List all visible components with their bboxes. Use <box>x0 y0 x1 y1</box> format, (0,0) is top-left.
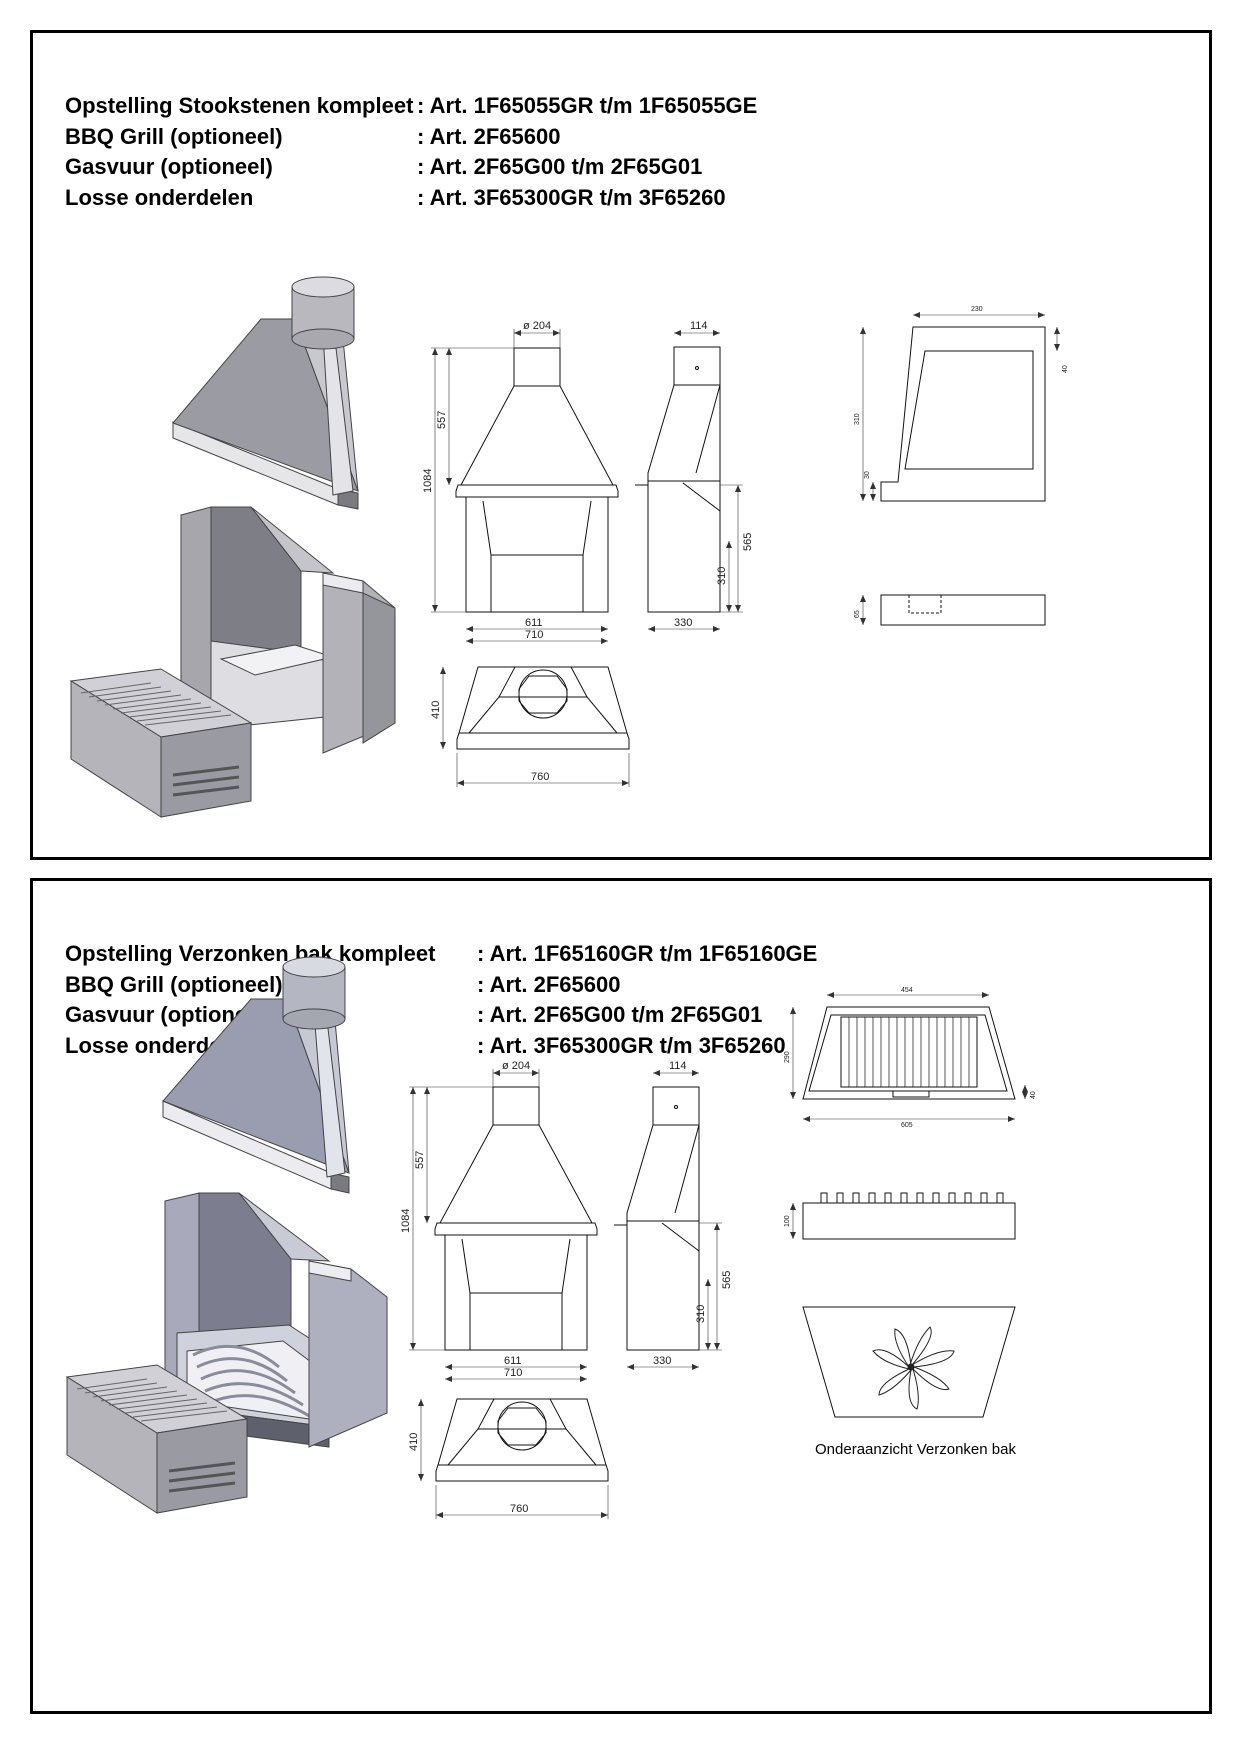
top-view-dims <box>440 667 630 787</box>
isometric-view <box>65 956 388 1514</box>
dim-tray-width: 605 <box>901 1122 913 1129</box>
dim-depth: 330 <box>674 617 692 629</box>
dim-box-height: 565 <box>742 533 754 551</box>
dim-outer-width: 710 <box>504 1367 522 1379</box>
dim-part-width: 230 <box>971 306 983 313</box>
top-view <box>456 666 630 750</box>
dim-top-depth: 410 <box>408 1433 420 1451</box>
dim-depth: 330 <box>653 1355 671 1367</box>
dim-top-width: 760 <box>531 771 549 783</box>
dim-height-hood: 557 <box>436 411 448 429</box>
side-view <box>635 346 721 613</box>
dim-height-total: 1084 <box>422 469 434 493</box>
dim-outer-width: 710 <box>525 629 543 641</box>
isometric-view <box>69 276 396 818</box>
dim-flue-depth: 114 <box>669 1060 687 1072</box>
dim-top-depth: 410 <box>430 701 442 719</box>
drawings-bottom: ø 204 557 1084 611 710 114 565 310 330 <box>65 956 1037 1519</box>
front-view <box>434 1086 598 1351</box>
drawings-top: ø 204 557 1084 611 710 114 565 310 330 <box>69 276 1069 818</box>
dim-height-hood: 557 <box>414 1151 426 1169</box>
dim-opening-height: 310 <box>716 567 728 585</box>
bbq-grill-3d <box>65 1364 249 1514</box>
chimney-hood-3d <box>172 276 359 510</box>
sunken-tray-plan <box>802 1006 1016 1100</box>
front-view <box>455 347 619 613</box>
dim-part-top: 40 <box>1062 365 1069 373</box>
top-view-dims <box>418 1399 609 1519</box>
side-view-dims <box>648 330 743 632</box>
dim-part-thickness: 65 <box>854 610 861 618</box>
dim-flue-depth: 114 <box>690 320 708 332</box>
firebox-3d <box>180 506 396 754</box>
side-view-dims <box>627 1070 722 1370</box>
bottom-view-caption: Onderaanzicht Verzonken bak <box>815 1441 1016 1458</box>
sunken-tray-bottom-view <box>802 1306 1016 1418</box>
part-stone-drawing <box>880 326 1046 626</box>
dim-inner-width: 611 <box>525 617 543 629</box>
chimney-hood-3d <box>162 956 350 1194</box>
top-view <box>435 1398 609 1482</box>
fan-icon <box>872 1326 955 1410</box>
sunken-tray-side <box>802 1192 1016 1240</box>
dim-diameter: ø 204 <box>523 320 551 332</box>
dim-part-height: 310 <box>854 413 861 425</box>
dim-opening-height: 310 <box>695 1305 707 1323</box>
panel-stookstenen: Opstelling Stookstenen kompleet: Art. 1F… <box>30 30 1212 860</box>
dim-tray-lip: 40 <box>1030 1091 1037 1099</box>
dim-height-total: 1084 <box>400 1209 412 1233</box>
dim-top-width: 760 <box>510 1503 528 1515</box>
dim-tray-depth: 290 <box>784 1051 791 1063</box>
dim-tray-height: 100 <box>784 1215 791 1227</box>
bbq-grill-3d <box>69 668 253 818</box>
dim-inner-width: 611 <box>504 1355 522 1367</box>
panel-verzonken-bak: Opstelling Verzonken bak kompleet: Art. … <box>30 878 1212 1714</box>
dim-box-height: 565 <box>721 1271 733 1289</box>
dim-tray-top-width: 454 <box>901 987 913 994</box>
front-view-dims <box>431 329 608 644</box>
side-view <box>614 1086 700 1351</box>
dim-part-lip: 30 <box>864 471 871 479</box>
part-stone-dims <box>860 312 1060 625</box>
firebox-sunken-3d <box>164 1192 388 1448</box>
sunken-tray-plan-dims <box>790 992 1028 1122</box>
front-view-dims <box>409 1069 587 1382</box>
dim-diameter: ø 204 <box>502 1060 530 1072</box>
